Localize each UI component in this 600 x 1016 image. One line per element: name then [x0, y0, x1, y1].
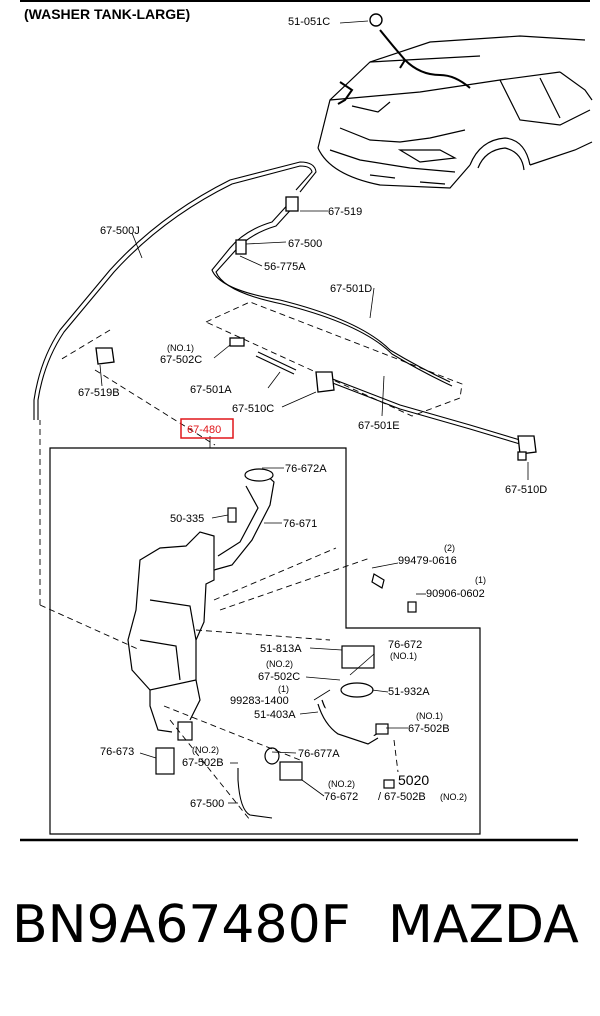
tank-drawing	[127, 468, 417, 789]
label-76-673: 76-673	[100, 746, 134, 758]
diagram-title: (WASHER TANK-LARGE)	[24, 6, 191, 22]
label-no2-d: (NO.2)	[440, 792, 467, 802]
leaders-upper	[99, 210, 529, 480]
label-67-510c: 67-510C	[232, 403, 274, 415]
label-no1-c: (NO.1)	[416, 711, 443, 721]
tank-box	[49, 447, 481, 835]
leaders-lower	[139, 467, 426, 804]
label-51-403a: 51-403A	[254, 709, 296, 721]
label-67-500-bottom: 67-500	[190, 798, 224, 810]
label-76-671: 76-671	[283, 518, 317, 530]
label-67-502c-b: 67-502C	[258, 671, 300, 683]
callout-labels: 51-051C 67-519 67-500J 67-500 56-775A 67…	[78, 16, 547, 810]
label-67-519: 67-519	[328, 206, 362, 218]
label-67-502c-a: 67-502C	[160, 354, 202, 366]
label-67-502b-c: / 67-502B	[378, 791, 426, 803]
car-wiring	[337, 29, 471, 105]
label-67-502b-a: 67-502B	[408, 723, 450, 735]
label-67-501e: 67-501E	[358, 420, 400, 432]
label-no1-a: (NO.1)	[167, 343, 194, 353]
label-51-051c: 51-051C	[288, 16, 330, 28]
part-highlight	[180, 418, 234, 439]
footer: BN9A67480F MAZDA	[0, 895, 600, 975]
label-no1-b: (NO.1)	[390, 651, 417, 661]
label-67-510d: 67-510D	[505, 484, 547, 496]
label-no2-b: (NO.2)	[192, 745, 219, 755]
label-76-672-c: 76-672	[324, 791, 358, 803]
label-no2-a: (NO.2)	[266, 659, 293, 669]
label-qty-1-a: (1)	[475, 575, 486, 585]
label-no2-c: (NO.2)	[328, 779, 355, 789]
clips	[95, 196, 537, 461]
label-76-677a: 76-677A	[298, 748, 340, 760]
label-67-501a: 67-501A	[190, 384, 232, 396]
label-56-775a: 56-775A	[264, 261, 306, 273]
label-67-500: 67-500	[288, 238, 322, 250]
dashed-lower	[39, 547, 399, 821]
label-67-500j: 67-500J	[100, 225, 140, 237]
label-67-501d: 67-501D	[330, 283, 372, 295]
label-51-813a: 51-813A	[260, 643, 302, 655]
grommet-icon	[369, 13, 383, 27]
label-67-519b: 67-519B	[78, 387, 120, 399]
label-99283: 99283-1400	[230, 695, 289, 707]
label-qty-1-b: (1)	[278, 684, 289, 694]
hoses	[33, 161, 521, 445]
label-51-932a: 51-932A	[388, 686, 430, 698]
dashed-outline	[39, 301, 463, 605]
label-50-335: 50-335	[170, 513, 204, 525]
label-76-672-b: 76-672	[388, 639, 422, 651]
label-67-480: 67-480	[187, 424, 221, 436]
label-99479: 99479-0616	[398, 555, 457, 567]
part-number: BN9A67480F	[12, 895, 351, 955]
label-90906: 90906-0602	[426, 588, 485, 600]
car-illustration	[317, 35, 593, 189]
tank-hose	[237, 768, 273, 819]
label-5020: 5020	[398, 772, 429, 788]
brand-name: MAZDA	[388, 895, 579, 955]
label-67-502b-b: 67-502B	[182, 757, 224, 769]
label-76-672a: 76-672A	[285, 463, 327, 475]
label-qty-2: (2)	[444, 543, 455, 553]
